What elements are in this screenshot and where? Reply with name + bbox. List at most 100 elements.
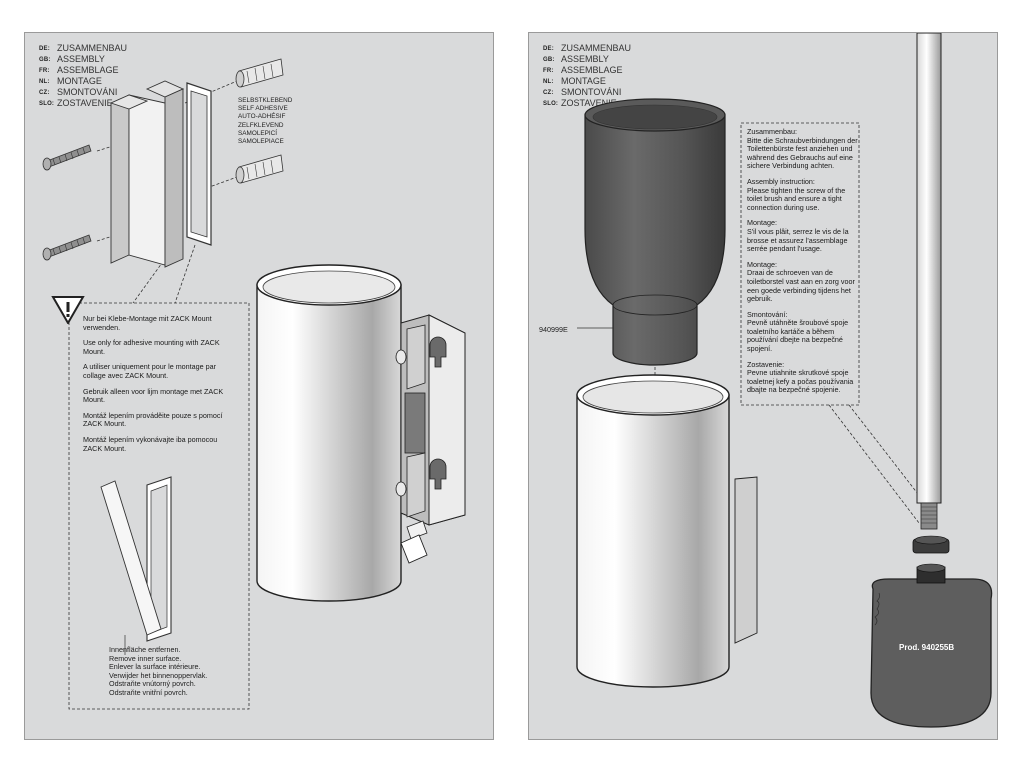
language-code: NL: bbox=[543, 79, 554, 85]
instruction-body: Bitte die Schraubverbindungen der Toilet… bbox=[747, 135, 858, 171]
language-title: ASSEMBLY bbox=[57, 54, 105, 64]
warning-note: Montáž lepením prováděite pouze s pomocí… bbox=[83, 410, 223, 429]
language-title: MONTAGE bbox=[561, 76, 606, 86]
callout-pointer bbox=[848, 404, 926, 504]
wall-plug-icon bbox=[235, 154, 284, 184]
remove-liner-notes: Innenfläche entfernen. Remove inner surf… bbox=[109, 645, 208, 698]
adhesive-label-line: SELBSTKLEBEND bbox=[238, 97, 293, 104]
language-code: DE: bbox=[543, 46, 554, 52]
language-code: GB: bbox=[39, 57, 51, 63]
language-code: CZ: bbox=[543, 90, 554, 96]
language-row: FR: ASSEMBLAGE bbox=[543, 65, 631, 76]
instruction-title: Assembly instruction: bbox=[747, 176, 815, 186]
language-row: DE: ZUSAMMENBAU bbox=[543, 43, 631, 54]
language-code: CZ: bbox=[39, 90, 50, 96]
instruction-block: Zostavenie:Pevne utiahnite skrutkové spo… bbox=[747, 359, 859, 395]
instruction-block: Montage:Draai de schroeven van de toilet… bbox=[747, 259, 859, 304]
adhesive-label-line: AUTO-ADHÉSIF bbox=[238, 113, 286, 121]
mount-bracket bbox=[109, 80, 185, 268]
warning-notes: Nur bei Klebe-Montage mit ZACK Mount ver… bbox=[83, 314, 233, 460]
language-row: GB: ASSEMBLY bbox=[543, 54, 631, 65]
language-code: GB: bbox=[543, 57, 555, 63]
brush-handle bbox=[916, 33, 942, 530]
language-title: MONTAGE bbox=[57, 76, 102, 86]
down-arrow-icon bbox=[400, 520, 428, 564]
language-row: DE: ZUSAMMENBAU bbox=[39, 43, 127, 54]
language-row: CZ: SMONTOVÁNI bbox=[543, 87, 631, 98]
warning-note: Use only for adhesive mounting with ZACK… bbox=[83, 338, 220, 356]
language-code: DE: bbox=[39, 46, 50, 52]
language-code: SLO: bbox=[39, 101, 55, 107]
instruction-notes: Zusammenbau:Bitte die Schraubverbindunge… bbox=[747, 127, 859, 402]
holder-cylinder bbox=[256, 264, 402, 602]
warning-note: Gebruik alleen voor lijm montage met ZAC… bbox=[83, 386, 224, 405]
language-code: SLO: bbox=[543, 101, 559, 107]
instruction-block: Zusammenbau:Bitte die Schraubverbindunge… bbox=[747, 127, 859, 171]
wall-mount-illustration bbox=[42, 58, 466, 710]
remove-note: Enlever la surface intérieure. bbox=[109, 662, 201, 672]
language-title: ASSEMBLAGE bbox=[57, 65, 119, 75]
instruction-title: Smontování: bbox=[747, 309, 788, 319]
language-title: SMONTOVÁNI bbox=[561, 87, 622, 97]
instruction-body: Please tighten the screw of the toilet b… bbox=[747, 185, 846, 212]
instruction-title: Zostavenie: bbox=[747, 359, 785, 369]
language-row: FR: ASSEMBLAGE bbox=[39, 65, 127, 76]
instruction-title: Montage: bbox=[747, 218, 777, 228]
remove-note: Verwijder het binnenoppervlak. bbox=[109, 670, 208, 680]
part-number-label: 940999E bbox=[539, 325, 568, 334]
screw-icon bbox=[42, 234, 92, 261]
adhesive-pad bbox=[186, 82, 212, 246]
language-title: ASSEMBLY bbox=[561, 54, 609, 64]
callout-pointer bbox=[828, 404, 920, 524]
warning-triangle-icon bbox=[51, 296, 85, 324]
language-row: CZ: SMONTOVÁNI bbox=[39, 87, 127, 98]
instruction-body: Draai de schroeven van de toiletborstel … bbox=[747, 268, 855, 304]
language-title: ZUSAMMENBAU bbox=[57, 43, 128, 53]
language-title: ASSEMBLAGE bbox=[561, 65, 623, 75]
adhesive-label-line: ZELFKLEVEND bbox=[238, 121, 284, 129]
adhesive-label-line: SAMOLEPIACE bbox=[238, 138, 284, 146]
instruction-block: Montage:S'il vous plâit, serrez le vis d… bbox=[747, 219, 859, 253]
language-row: GB: ASSEMBLY bbox=[39, 54, 127, 65]
language-code: FR: bbox=[543, 68, 554, 74]
remove-liner-illustration bbox=[100, 476, 172, 655]
inner-bowl bbox=[584, 98, 726, 366]
brush-assembly-illustration bbox=[576, 33, 993, 728]
language-row: NL: MONTAGE bbox=[543, 76, 631, 87]
remove-note: Odstraňte vnitřní povrch. bbox=[109, 687, 188, 697]
language-title: ZOSTAVENIE bbox=[561, 98, 617, 108]
instruction-block: Assembly instruction:Please tighten the … bbox=[747, 176, 859, 212]
wall-plug-icon bbox=[235, 58, 284, 88]
language-title: ZUSAMMENBAU bbox=[561, 43, 632, 53]
instruction-body: S'il vous plâit, serrez le vis de la bro… bbox=[747, 226, 849, 254]
instruction-body: Pevně utáhněte šroubové spoje toaletního… bbox=[747, 318, 849, 354]
product-label: Prod. 940255B bbox=[899, 643, 955, 652]
adhesive-label: SELBSTKLEBEND SELF ADHESIVE AUTO-ADHÉSIF… bbox=[238, 97, 292, 146]
warning-note: Montáž lepením vykonávajte iba pomocou Z… bbox=[83, 434, 218, 453]
instruction-title: Zusammenbau: bbox=[747, 127, 797, 136]
instruction-block: Smontování:Pevně utáhněte šroubové spoje… bbox=[747, 309, 859, 354]
holder-cylinder bbox=[576, 374, 758, 688]
language-list: DE: ZUSAMMENBAU GB: ASSEMBLY FR: ASSEMBLAGE… bbox=[39, 43, 127, 109]
language-list: DE: ZUSAMMENBAU GB: ASSEMBLY FR: ASSEMBLAGE… bbox=[543, 43, 631, 109]
screw-icon bbox=[42, 144, 92, 171]
language-title: ZOSTAVENIE bbox=[57, 98, 113, 108]
warning-callout-box bbox=[68, 302, 250, 710]
right-page: DE: ZUSAMMENBAU GB: ASSEMBLY FR: ASSEMBLAGE… bbox=[528, 32, 998, 740]
language-row: NL: MONTAGE bbox=[39, 76, 127, 87]
language-row: SLO:ZOSTAVENIE bbox=[543, 98, 631, 109]
brush-head bbox=[870, 563, 993, 728]
language-code: FR: bbox=[39, 68, 50, 74]
nut-icon bbox=[912, 535, 950, 554]
left-page: DE: ZUSAMMENBAU GB: ASSEMBLY FR: ASSEMBLAGE… bbox=[24, 32, 494, 740]
language-code: NL: bbox=[39, 79, 50, 85]
language-row: SLO:ZOSTAVENIE bbox=[39, 98, 127, 109]
adhesive-label-line: SELF ADHESIVE bbox=[238, 105, 288, 113]
instruction-title: Montage: bbox=[747, 259, 777, 269]
remove-note: Remove inner surface. bbox=[109, 653, 182, 663]
adhesive-label-line: SAMOLEPICÍ bbox=[238, 129, 278, 137]
instruction-body: Pevne utiahnite skrutkové spoje toaletne… bbox=[747, 368, 854, 395]
warning-note: Nur bei Klebe-Montage mit ZACK Mount ver… bbox=[83, 314, 212, 332]
holder-mount bbox=[395, 314, 466, 526]
language-title: SMONTOVÁNI bbox=[57, 87, 118, 97]
